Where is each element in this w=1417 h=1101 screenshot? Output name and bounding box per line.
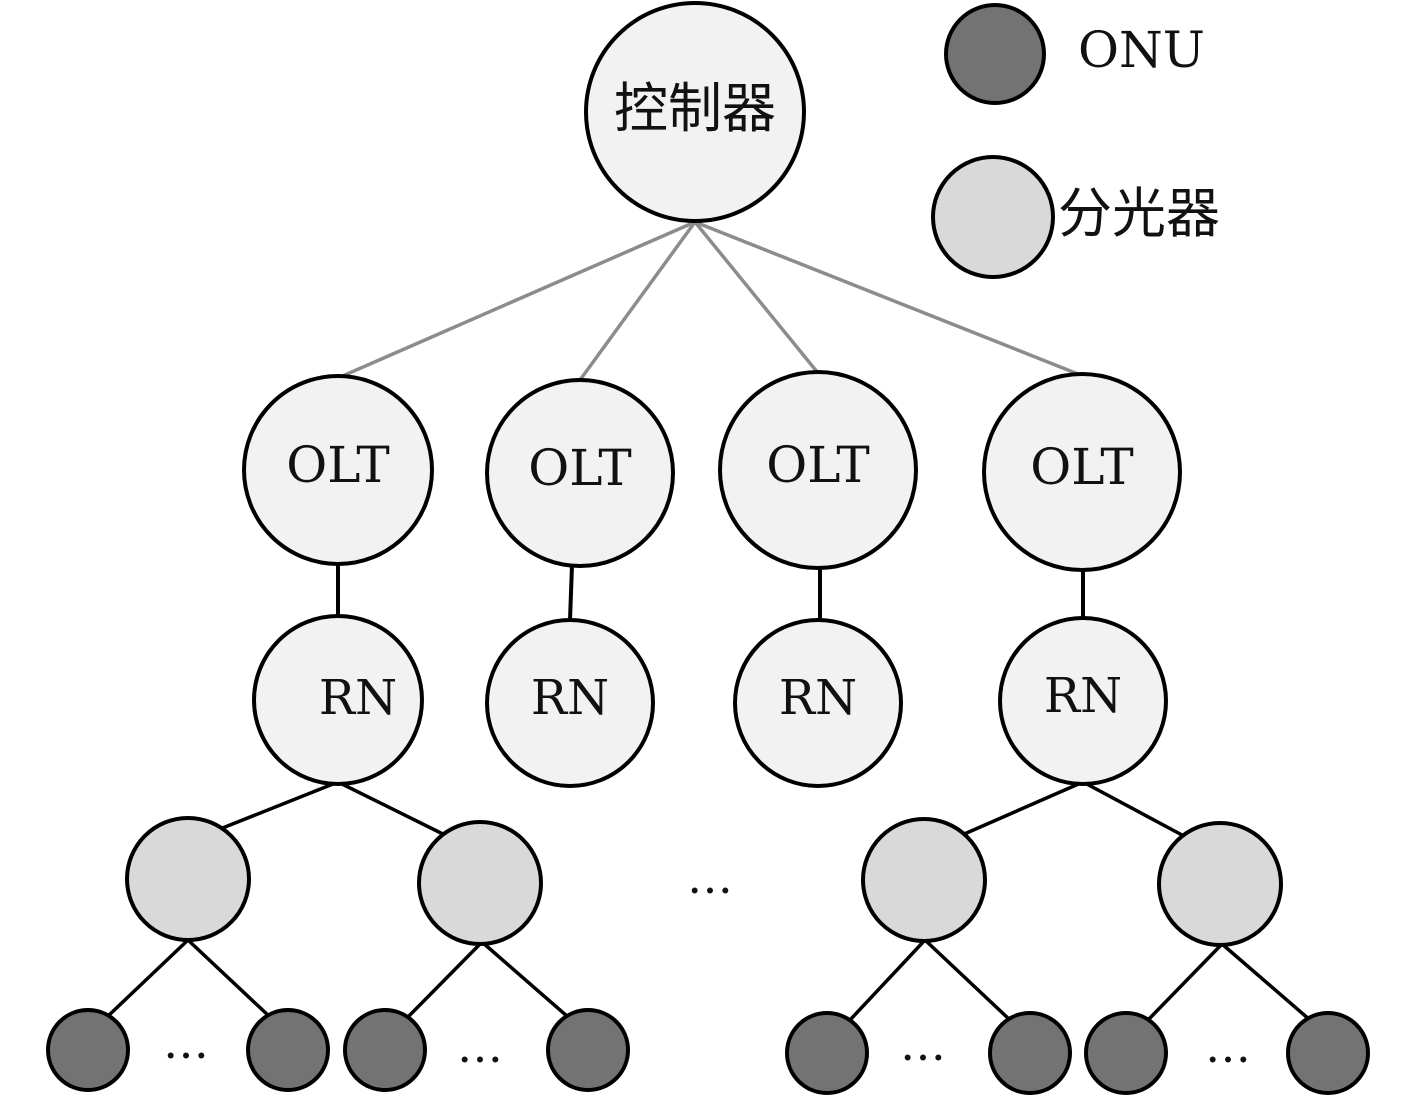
onu-node	[785, 1011, 869, 1095]
splitter-node	[125, 816, 251, 942]
controller-links	[337, 220, 1084, 382]
ellipsis-onu-group: …	[163, 1015, 209, 1069]
controller-link-olt-2	[578, 220, 697, 382]
olt-circle	[242, 374, 434, 566]
rn-node-4: RN	[998, 616, 1168, 786]
splitter-onu-link	[1220, 942, 1312, 1022]
olt-label: OLT	[766, 436, 869, 494]
onu-node	[343, 1008, 427, 1092]
splitter-onu-link	[105, 938, 190, 1019]
splitter-onu-link	[1146, 942, 1224, 1022]
olt-label: OLT	[286, 436, 389, 494]
ellipsis-onu-group: …	[457, 1019, 503, 1073]
olt-node-3: OLT	[718, 370, 918, 570]
olt-label: OLT	[1030, 438, 1133, 496]
splitter-onu-link	[406, 940, 484, 1019]
olt-circle	[718, 370, 918, 570]
olt-circle	[485, 378, 675, 568]
legend-splitter-icon	[931, 155, 1055, 279]
olt-node-2: OLT	[485, 378, 675, 568]
splitter-nodes	[125, 816, 1283, 947]
olt-node-1: OLT	[242, 374, 434, 566]
onu-node	[1084, 1011, 1168, 1095]
rn-node-3: RN	[733, 618, 903, 788]
rn-label: RN	[1044, 668, 1122, 724]
rn-splitter-link	[219, 780, 339, 831]
tree-links	[105, 563, 1312, 1022]
onu-node	[988, 1011, 1072, 1095]
rn-splitter-link	[961, 780, 1084, 837]
rn-node-2: RN	[485, 618, 655, 788]
ellipsis-marks: … … … … …	[163, 850, 1251, 1073]
controller-link-olt-3	[693, 220, 820, 375]
legend-splitter-label: 分光器	[1058, 182, 1220, 245]
splitter-onu-link	[923, 938, 1012, 1022]
rn-node-1: RN	[252, 614, 424, 786]
rn-label: RN	[779, 670, 857, 726]
rn-splitter-link	[1082, 780, 1183, 837]
controller-circle	[584, 1, 806, 223]
olt-rn-link-2	[568, 564, 574, 621]
rn-label: RN	[531, 670, 609, 726]
controller-label: 控制器	[614, 77, 776, 140]
rn-circle	[998, 616, 1168, 786]
splitter-onu-link	[848, 938, 927, 1022]
ellipsis-onu-group: …	[1205, 1019, 1251, 1073]
splitter-node	[417, 820, 543, 946]
rn-circle	[733, 618, 903, 788]
controller-link-olt-4	[694, 220, 1084, 378]
ellipsis-onu-group: …	[900, 1017, 946, 1071]
legend-onu-label: ONU	[1078, 21, 1205, 79]
rn-splitter-link	[337, 780, 456, 842]
olt-node-4: OLT	[982, 372, 1182, 572]
onu-node	[46, 1008, 130, 1092]
splitter-onu-link	[480, 940, 570, 1019]
onu-node	[246, 1008, 330, 1092]
rn-label: RN	[319, 670, 397, 726]
legend: ONU 分光器	[931, 3, 1220, 279]
splitter-node	[861, 817, 987, 943]
rn-circle	[252, 614, 424, 786]
splitter-node	[1157, 821, 1283, 947]
legend-onu-icon	[944, 3, 1046, 105]
olt-circle	[982, 372, 1182, 572]
onu-node	[546, 1008, 630, 1092]
controller-link-olt-1	[337, 220, 696, 380]
rn-circle	[485, 618, 655, 788]
olt-label: OLT	[528, 439, 631, 497]
onu-node	[1286, 1011, 1370, 1095]
controller-node: 控制器	[584, 1, 806, 223]
ellipsis-middle: …	[687, 850, 733, 904]
onu-nodes	[46, 1008, 1370, 1095]
splitter-onu-link	[186, 938, 272, 1019]
